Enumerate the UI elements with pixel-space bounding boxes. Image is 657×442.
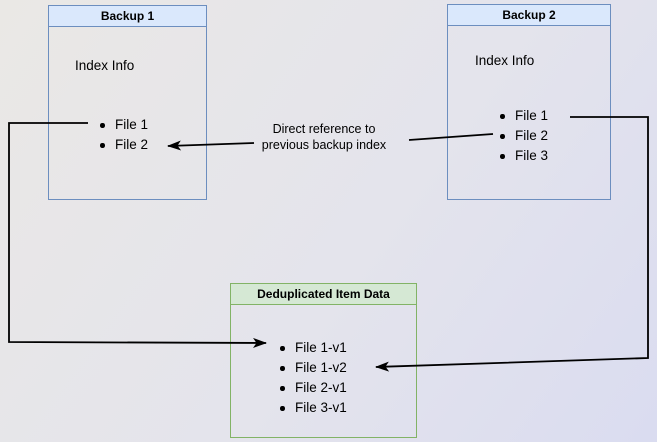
list-item: File 2: [100, 135, 148, 155]
bullet-icon: [500, 134, 505, 139]
file-label: File 1: [115, 117, 149, 132]
list-item: File 2: [500, 126, 548, 146]
list-item: File 1-v1: [280, 338, 347, 358]
backup1-file-list: File 1 File 2: [100, 115, 148, 155]
bullet-icon: [500, 114, 505, 119]
bullet-icon: [100, 143, 105, 148]
list-item: File 1: [100, 115, 148, 135]
list-item: File 1-v2: [280, 358, 347, 378]
list-item: File 2-v1: [280, 378, 347, 398]
backup2-subtitle: Index Info: [475, 53, 535, 68]
bullet-icon: [100, 123, 105, 128]
file-label: File 3-v1: [295, 400, 347, 415]
bullet-icon: [500, 154, 505, 159]
list-item: File 3-v1: [280, 398, 347, 418]
direct-reference-label-line2: previous backup index: [261, 137, 387, 152]
file-label: File 1-v2: [295, 360, 347, 375]
file-label: File 2: [515, 128, 549, 143]
bullet-icon: [280, 346, 285, 351]
file-label: File 2-v1: [295, 380, 347, 395]
list-item: File 3: [500, 146, 548, 166]
list-item: File 1: [500, 106, 548, 126]
backup2-box: Backup 2 Index Info File 1 File 2 File 3: [447, 4, 611, 200]
backup1-title: Backup 1: [49, 6, 206, 27]
file-label: File 2: [115, 137, 149, 152]
deduplicated-item-data-box: Deduplicated Item Data File 1-v1 File 1-…: [230, 283, 417, 438]
file-label: File 3: [515, 148, 549, 163]
backup1-box: Backup 1 Index Info File 1 File 2: [48, 5, 207, 200]
bullet-icon: [280, 406, 285, 411]
backup2-title: Backup 2: [448, 5, 610, 26]
bullet-icon: [280, 366, 285, 371]
file-label: File 1-v1: [295, 340, 347, 355]
file-label: File 1: [515, 108, 549, 123]
direct-reference-label: Direct reference to previous backup inde…: [238, 122, 410, 153]
direct-reference-label-line1: Direct reference to: [272, 122, 376, 136]
dedup-file-list: File 1-v1 File 1-v2 File 2-v1 File 3-v1: [280, 338, 347, 418]
backup1-subtitle: Index Info: [75, 58, 135, 73]
backup2-file-list: File 1 File 2 File 3: [500, 106, 548, 166]
bullet-icon: [280, 386, 285, 391]
dedup-title: Deduplicated Item Data: [231, 284, 416, 305]
